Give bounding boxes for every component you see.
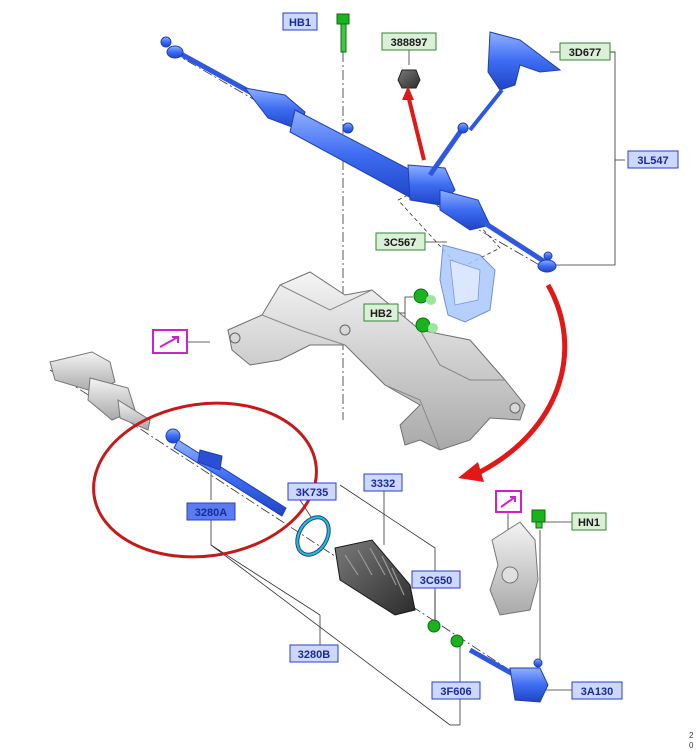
tie-rod-3280a [165, 428, 287, 517]
hb1-bolt [336, 13, 350, 53]
subframe [227, 271, 526, 451]
label-3l547[interactable]: 3L547 [627, 150, 679, 169]
label-hb2[interactable]: HB2 [363, 303, 399, 322]
boot-3332 [334, 539, 416, 616]
tie-rod-end-3a130 [468, 647, 549, 703]
svg-text:3280A: 3280A [195, 507, 227, 519]
note-icon-top[interactable] [152, 329, 188, 354]
steering-knuckle [489, 521, 539, 616]
label-388897[interactable]: 388897 [381, 32, 437, 51]
steering-rack-top [160, 36, 557, 273]
corner-text: 2 [689, 731, 694, 740]
note-icon-bottom[interactable] [495, 490, 522, 513]
corner-text-2: 0 [689, 741, 694, 750]
clips [427, 619, 464, 648]
svg-text:388897: 388897 [391, 37, 428, 49]
svg-text:3K735: 3K735 [296, 487, 328, 499]
svg-text:3280B: 3280B [298, 649, 330, 661]
inner-rack-end [49, 351, 151, 431]
hb2-nuts [413, 288, 438, 333]
svg-text:3C567: 3C567 [384, 237, 416, 249]
label-hb1[interactable]: HB1 [282, 12, 318, 31]
label-3f606[interactable]: 3F606 [431, 681, 481, 700]
svg-text:3F606: 3F606 [440, 686, 471, 698]
label-3280a[interactable]: 3280A [186, 502, 236, 521]
bracket-3c567 [439, 244, 496, 323]
svg-text:3C650: 3C650 [420, 575, 452, 587]
svg-text:3D677: 3D677 [569, 47, 601, 59]
svg-text:HB1: HB1 [289, 17, 311, 29]
bushing-388897 [397, 69, 421, 89]
label-3c567[interactable]: 3C567 [375, 232, 426, 251]
red-arrows [402, 86, 568, 482]
label-hn1[interactable]: HN1 [571, 512, 607, 531]
svg-text:3A130: 3A130 [581, 686, 613, 698]
label-3280b[interactable]: 3280B [289, 644, 339, 663]
cover-3d677 [468, 31, 562, 132]
clamp-3k735 [295, 515, 331, 557]
label-3a130[interactable]: 3A130 [571, 681, 623, 700]
label-3k735[interactable]: 3K735 [287, 482, 337, 501]
svg-text:3332: 3332 [371, 478, 395, 490]
label-3c650[interactable]: 3C650 [411, 570, 461, 589]
svg-text:HN1: HN1 [578, 517, 600, 529]
hn1-nut [531, 509, 546, 529]
label-3d677[interactable]: 3D677 [559, 42, 611, 61]
svg-text:HB2: HB2 [370, 308, 392, 320]
label-3332[interactable]: 3332 [363, 473, 403, 492]
svg-text:3L547: 3L547 [637, 155, 668, 167]
highlight-circle [92, 401, 318, 559]
